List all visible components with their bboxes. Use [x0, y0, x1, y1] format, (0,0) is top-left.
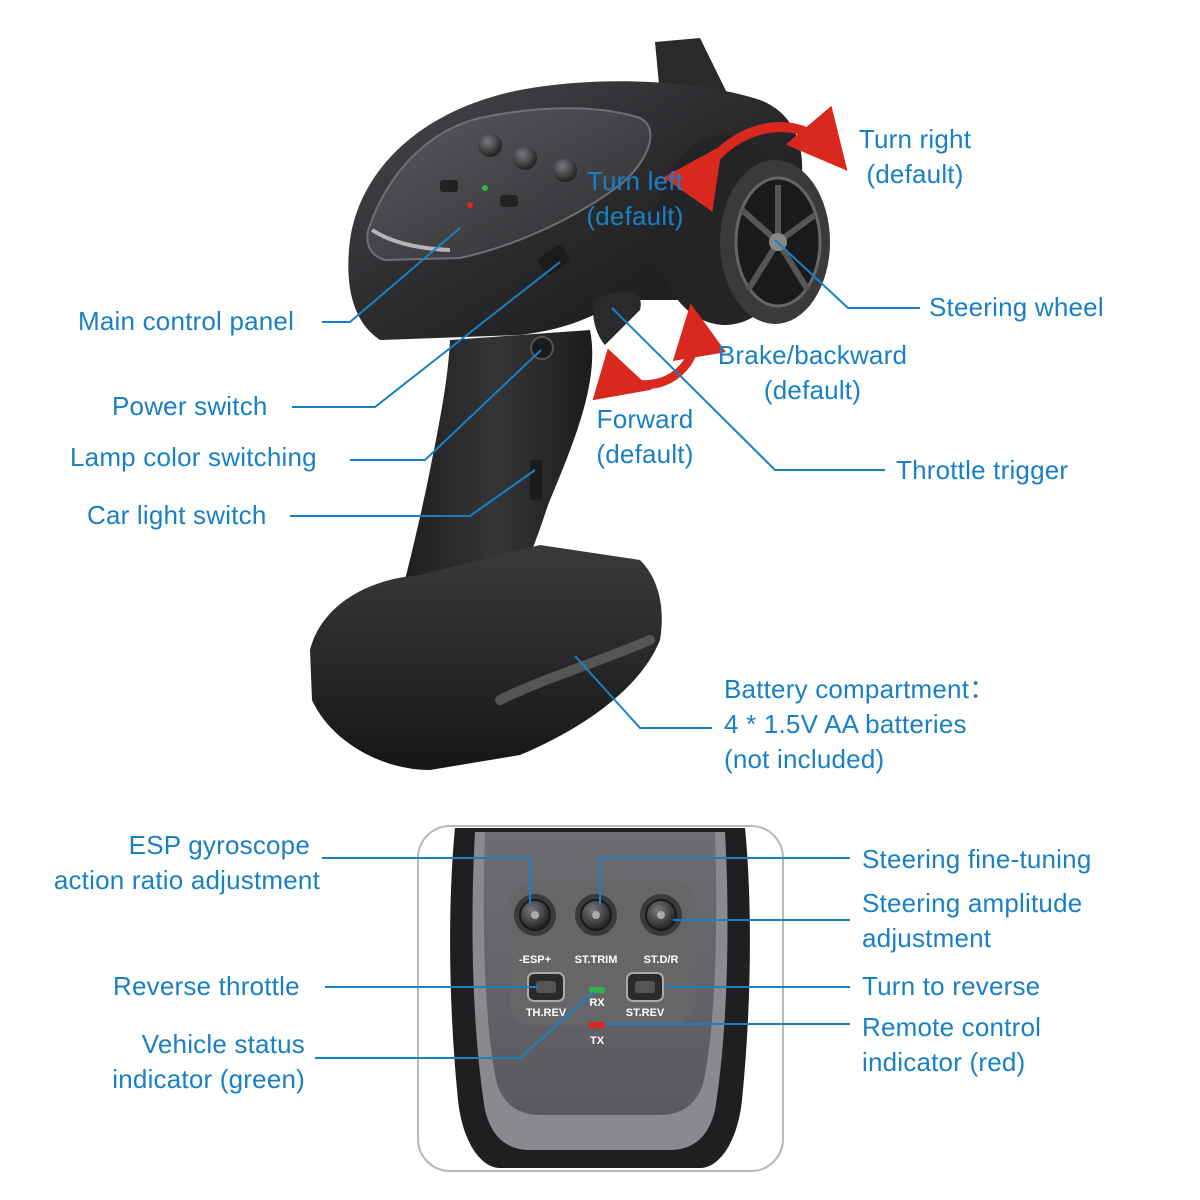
top-callout-lines — [290, 227, 920, 729]
led-tx — [589, 1022, 605, 1028]
vehicle-status-label: Vehicle status indicator (green) — [60, 1027, 305, 1097]
turn-left-label: Turn left (default) — [560, 164, 710, 234]
led-rx-label: RX — [589, 997, 605, 1009]
battery-line1: Battery compartment： — [724, 674, 996, 704]
line-main-control-panel — [322, 227, 461, 323]
turn-to-reverse-label: Turn to reverse — [862, 971, 1041, 1001]
mini-knob-dr — [553, 158, 577, 182]
turn-right-label: Turn right (default) — [830, 122, 1000, 192]
turn-right-line2: (default) — [866, 159, 964, 189]
turn-left-line2: (default) — [586, 201, 684, 231]
vehicle-status-line2: indicator (green) — [112, 1064, 305, 1094]
line-power-switch — [292, 261, 561, 408]
car-light-switch-label: Car light switch — [87, 500, 267, 530]
forward-line1: Forward — [596, 404, 694, 434]
esp-line1: ESP gyroscope — [128, 830, 310, 860]
reverse-throttle-label: Reverse throttle — [113, 971, 300, 1001]
vehicle-status-line1: Vehicle status — [141, 1029, 305, 1059]
switch-strev — [626, 972, 664, 1002]
throttle-trigger-label: Throttle trigger — [896, 455, 1069, 485]
switch-threv-label: TH.REV — [526, 1007, 567, 1019]
controller-grip — [400, 330, 593, 610]
brake-backward-line2: (default) — [763, 375, 862, 405]
power-switch-shape — [538, 245, 570, 275]
steering-wheel-label: Steering wheel — [929, 292, 1104, 322]
battery-door-detail — [495, 635, 655, 705]
bottom-callout-lines — [315, 857, 850, 1059]
line-steering-fine — [599, 857, 850, 905]
knob-esp — [514, 894, 556, 936]
mini-switch-threv — [440, 180, 458, 192]
panel-closeup: -ESP+ ST.TRIM ST.D/R TH.REV ST.REV RX TX — [417, 825, 784, 1172]
panel-highlight-strip — [370, 228, 451, 252]
steering-fine-tuning-label: Steering fine-tuning — [862, 844, 1092, 874]
led-rx — [589, 987, 605, 993]
mini-led-tx — [467, 202, 473, 208]
esp-gyroscope-label: ESP gyroscope action ratio adjustment — [20, 828, 320, 898]
knob-sttrim-label: ST.TRIM — [575, 954, 618, 966]
brake-backward-label: Brake/backward (default) — [705, 338, 920, 408]
led-tx-label: TX — [590, 1035, 605, 1047]
switch-threv — [527, 972, 565, 1002]
remote-control-indicator-label: Remote control indicator (red) — [862, 1010, 1041, 1080]
mini-switch-strev — [500, 195, 518, 207]
trigger-direction-arrow — [592, 303, 727, 401]
throttle-trigger-shape — [593, 291, 641, 345]
main-control-panel-face — [366, 107, 652, 262]
line-steering-wheel — [774, 239, 920, 309]
main-control-panel-label: Main control panel — [78, 306, 295, 336]
battery-line2: 4 * 1.5V AA batteries — [724, 709, 967, 739]
forward-label: Forward (default) — [580, 402, 710, 472]
turn-right-line1: Turn right — [858, 124, 972, 154]
line-car-light — [290, 469, 536, 517]
steering-amplitude-label: Steering amplitude adjustment — [862, 886, 1082, 956]
mini-knob-trim — [513, 146, 537, 170]
brake-backward-line1: Brake/backward — [717, 340, 908, 370]
remote-indicator-line1: Remote control — [862, 1012, 1042, 1042]
knob-sttrim — [575, 894, 617, 936]
esp-line2: action ratio adjustment — [53, 865, 320, 895]
controller-top-view — [310, 38, 848, 770]
battery-compartment-label: Battery compartment： 4 * 1.5V AA batteri… — [724, 672, 995, 777]
battery-line3: (not included) — [724, 744, 885, 774]
steering-amplitude-line1: Steering amplitude — [862, 888, 1083, 918]
mini-knob-esp — [478, 133, 502, 157]
turn-left-line1: Turn left — [586, 166, 684, 196]
line-vehicle-status — [315, 991, 595, 1059]
line-throttle-trigger — [611, 307, 885, 471]
forward-line2: (default) — [596, 439, 694, 469]
steering-direction-arrow — [663, 105, 848, 212]
line-lamp-color — [350, 349, 542, 461]
battery-compartment-base — [310, 545, 662, 770]
antenna — [655, 38, 728, 95]
knob-stdr — [640, 894, 682, 936]
lamp-color-switching-label: Lamp color switching — [70, 442, 317, 472]
remote-indicator-line2: indicator (red) — [862, 1047, 1026, 1077]
line-esp — [322, 857, 531, 905]
line-battery — [574, 655, 712, 729]
switch-strev-label: ST.REV — [626, 1007, 665, 1019]
power-switch-label: Power switch — [112, 391, 268, 421]
car-light-switch-shape — [530, 460, 542, 500]
knob-stdr-label: ST.D/R — [644, 954, 679, 966]
steering-amplitude-line2: adjustment — [862, 923, 992, 953]
knob-esp-label: -ESP+ — [519, 954, 551, 966]
mini-led-rx — [482, 185, 488, 191]
